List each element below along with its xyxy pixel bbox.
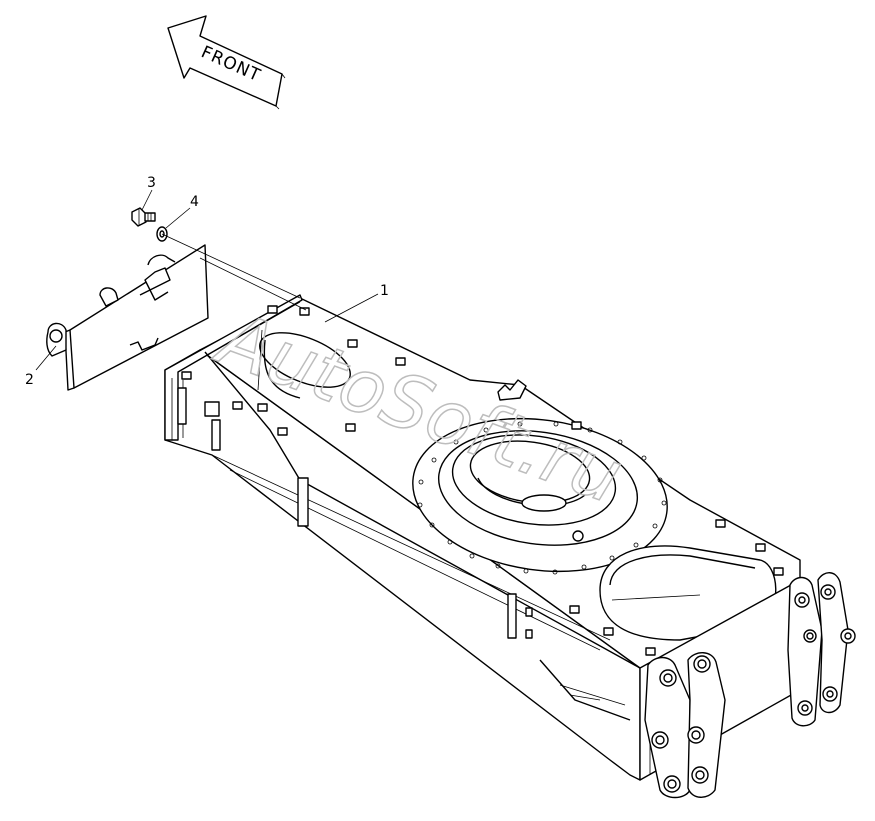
callout-4-number: 4 [190, 194, 199, 210]
front-arrow: FRONT [167, 15, 286, 110]
callout-1-number: 1 [380, 283, 389, 299]
callout-3-number: 3 [147, 175, 156, 191]
cover-plate [46, 244, 209, 391]
bolt [131, 207, 156, 227]
main-frame [164, 294, 856, 799]
ring-bolt-holes [417, 421, 667, 575]
callout-3: 3 [141, 175, 156, 211]
callout-2: 2 [25, 345, 57, 388]
callout-2-number: 2 [25, 372, 34, 388]
deck-bosses [181, 305, 784, 656]
callout-1: 1 [324, 283, 389, 323]
callout-4: 4 [165, 194, 199, 229]
